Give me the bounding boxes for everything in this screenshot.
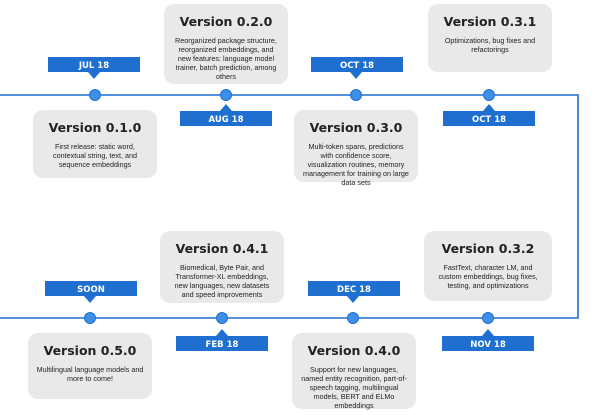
- timeline-node-0-5-0: [84, 312, 96, 324]
- timeline-node-0-3-1: [483, 89, 495, 101]
- timeline-node-0-4-0: [347, 312, 359, 324]
- timeline-node-0-3-2: [482, 312, 494, 324]
- release-card-0-3-1: Version 0.3.1 Optimizations, bug fixes a…: [428, 4, 552, 72]
- date-text: OCT 18: [472, 115, 506, 125]
- version-title: Version 0.3.0: [309, 120, 403, 135]
- date-text: AUG 18: [209, 115, 244, 125]
- date-label-0-3-2: NOV 18: [442, 329, 534, 351]
- version-title: Version 0.3.2: [441, 241, 535, 256]
- version-description: Biomedical, Byte Pair, and Transformer-X…: [174, 263, 270, 299]
- release-card-0-2-0: Version 0.2.0 Reorganized package struct…: [164, 4, 288, 84]
- version-title: Version 0.1.0: [48, 120, 142, 135]
- version-description: Optimizations, bug fixes and refactoring…: [444, 36, 536, 54]
- version-description: Multi-token spans, predictions with conf…: [303, 142, 409, 187]
- timeline-node-0-4-1: [216, 312, 228, 324]
- timeline-node-0-1-0: [89, 89, 101, 101]
- version-title: Version 0.5.0: [43, 343, 137, 358]
- version-description: FastText, character LM, and custom embed…: [438, 263, 538, 290]
- date-label-0-2-0: AUG 18: [180, 104, 272, 126]
- release-card-0-4-1: Version 0.4.1 Biomedical, Byte Pair, and…: [160, 231, 284, 303]
- version-title: Version 0.3.1: [443, 14, 537, 29]
- version-title: Version 0.2.0: [179, 14, 273, 29]
- version-title: Version 0.4.0: [307, 343, 401, 358]
- release-card-0-1-0: Version 0.1.0 First release: static word…: [33, 110, 157, 178]
- timeline-node-0-3-0: [350, 89, 362, 101]
- date-label-0-3-1-oct: OCT 18: [311, 57, 403, 79]
- date-text: OCT 18: [340, 61, 374, 71]
- date-label-0-5-0: SOON: [45, 281, 137, 303]
- release-card-0-5-0: Version 0.5.0 Multilingual language mode…: [28, 333, 152, 399]
- date-label-0-3-1: OCT 18: [443, 104, 535, 126]
- date-text: NOV 18: [470, 340, 506, 350]
- version-description: Reorganized package structure, reorganiz…: [175, 36, 277, 81]
- version-description: Multilingual language models and more to…: [36, 365, 144, 383]
- date-text: FEB 18: [206, 340, 239, 350]
- date-label-0-4-0: DEC 18: [308, 281, 400, 303]
- release-card-0-4-0: Version 0.4.0 Support for new languages,…: [292, 333, 416, 410]
- date-label-0-1-0: JUL 18: [48, 57, 140, 79]
- timeline-node-0-2-0: [220, 89, 232, 101]
- version-description: Support for new languages, named entity …: [301, 365, 407, 410]
- date-text: JUL 18: [78, 61, 109, 71]
- date-text: SOON: [77, 285, 105, 295]
- version-title: Version 0.4.1: [175, 241, 269, 256]
- date-label-0-4-1: FEB 18: [176, 329, 268, 351]
- release-card-0-3-0: Version 0.3.0 Multi-token spans, predict…: [294, 110, 418, 187]
- release-card-0-3-2: Version 0.3.2 FastText, character LM, an…: [424, 231, 552, 301]
- date-text: DEC 18: [337, 285, 371, 295]
- version-description: First release: static word, contextual s…: [53, 142, 137, 169]
- timeline-path: [0, 94, 579, 319]
